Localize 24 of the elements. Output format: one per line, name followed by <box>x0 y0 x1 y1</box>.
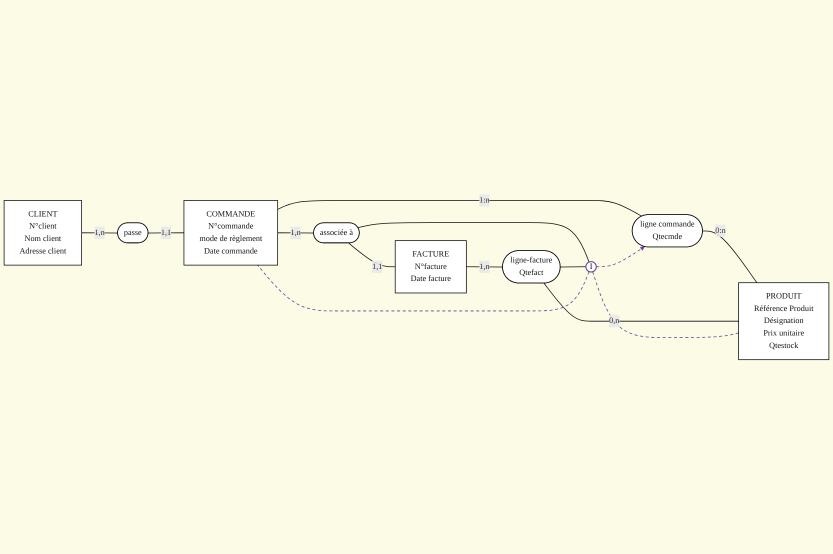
node-circle: I <box>585 261 597 273</box>
node-box: FACTURE N°facture Date facture <box>394 240 467 294</box>
edge-label: 0,n <box>609 316 620 326</box>
connector <box>702 230 758 284</box>
connector <box>466 266 504 268</box>
edge-label: 1,n <box>290 228 301 237</box>
connector <box>148 232 184 234</box>
connector <box>544 282 739 322</box>
node-box: PRODUIT Référence Produit Désignation Prix unitaire Qtestock <box>738 282 830 360</box>
edge-label: 1,n <box>479 262 490 271</box>
node-box: COMMANDE N°commande mode de règlement Date commande <box>184 200 278 266</box>
connector <box>277 200 642 217</box>
connector <box>348 242 396 268</box>
connector <box>560 266 586 268</box>
edge-label: 1,1 <box>372 262 382 271</box>
connector <box>358 222 590 262</box>
arrow <box>596 246 645 268</box>
edge-label: 1,n <box>94 228 105 237</box>
edge-label: 1,1 <box>160 228 172 237</box>
edge-label: 0:n <box>715 226 726 235</box>
node-box: CLIENT N°client Nom client Adresse client <box>4 200 82 266</box>
connector <box>257 264 590 312</box>
connector <box>592 271 739 338</box>
edge-label: 1:n <box>479 196 490 205</box>
